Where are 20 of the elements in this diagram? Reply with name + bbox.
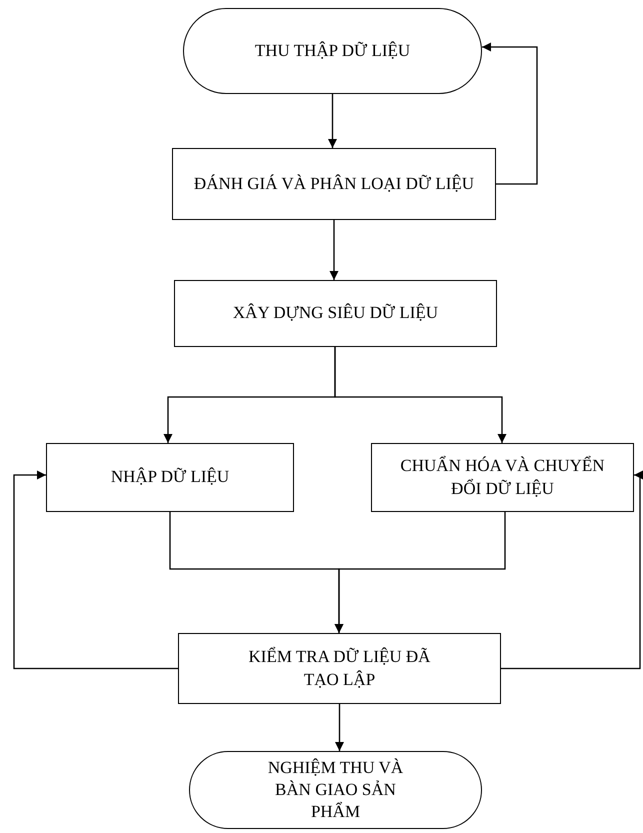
step-label: THU THẬP DỮ LIỆU — [254, 40, 410, 62]
process-box — [174, 280, 497, 347]
step-label: CHUẨN HÓA VÀ CHUYỂN ĐỔI DỮ LIỆU — [399, 455, 606, 500]
process-box — [172, 148, 496, 220]
step-label: NGHIỆM THU VÀ BÀN GIAO SẢN PHẨM — [266, 756, 404, 824]
process-box — [371, 443, 634, 512]
arrow — [334, 512, 506, 633]
arrow — [330, 220, 338, 280]
step-label: XÂY DỰNG SIÊU DỮ LIỆU — [232, 302, 438, 324]
arrow — [328, 94, 337, 148]
step-label: KIỂM TRA DỮ LIỆU ĐÃ TẠO LẬP — [248, 646, 432, 690]
step-label: NHẬP DỮ LIỆU — [110, 466, 230, 488]
step-label: ĐÁNH GIÁ VÀ PHÂN LOẠI DỮ LIỆU — [194, 172, 474, 195]
arrow — [334, 347, 506, 443]
arrow — [335, 704, 344, 751]
arrow — [501, 470, 643, 670]
process-box — [178, 633, 501, 704]
arrow — [482, 42, 538, 185]
arrow — [13, 470, 178, 670]
process-box — [46, 443, 294, 512]
